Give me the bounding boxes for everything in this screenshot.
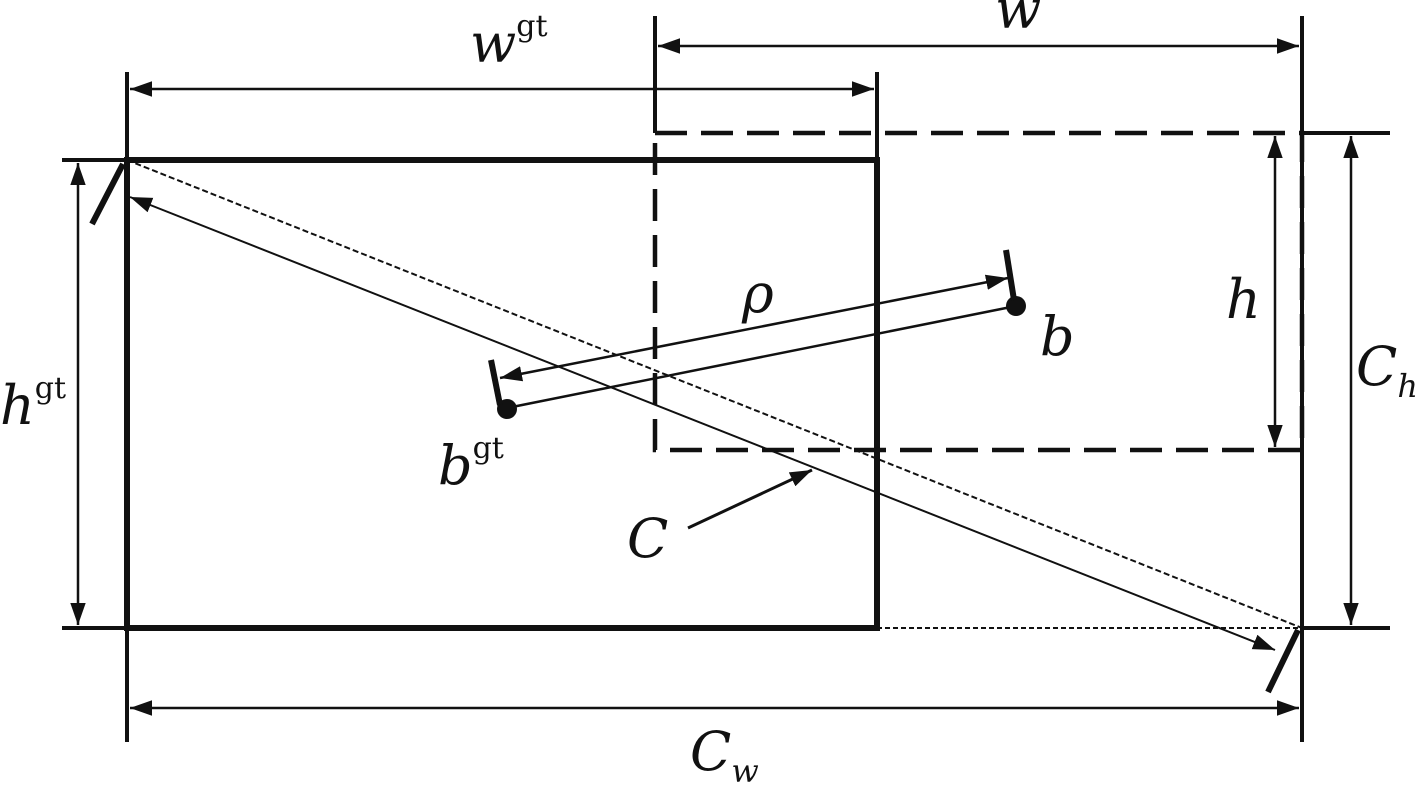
enclosing-diagonal-line [126, 159, 1303, 629]
w-gt-label: wgt [470, 9, 548, 75]
rho-tick-right [1003, 249, 1017, 301]
dimension-arrows [70, 38, 1359, 716]
h-gt-label: hgt [0, 371, 66, 437]
b-gt-label: bgt [438, 431, 504, 497]
w-label: w [995, 0, 1041, 41]
ground-truth-box [124, 157, 880, 631]
enclosing-box-dotted [877, 450, 1303, 629]
c-label: C [627, 507, 668, 570]
rho-distance-arrow [499, 274, 1009, 382]
c-h-label: Ch [1356, 335, 1417, 405]
c-w-label: Cw [690, 720, 759, 790]
pred-center-point [1006, 296, 1026, 316]
c-pointer-arrow [687, 468, 813, 530]
diagonal-tick-end [1265, 628, 1301, 694]
diagonal-tick-start [89, 162, 126, 226]
h-label: h [1226, 268, 1261, 331]
rho-tick-left [488, 359, 503, 406]
extension-lines [62, 16, 1390, 742]
b-label: b [1040, 305, 1075, 368]
diagonal-c-arrow [129, 196, 1276, 651]
rho-label: ρ [741, 262, 774, 325]
